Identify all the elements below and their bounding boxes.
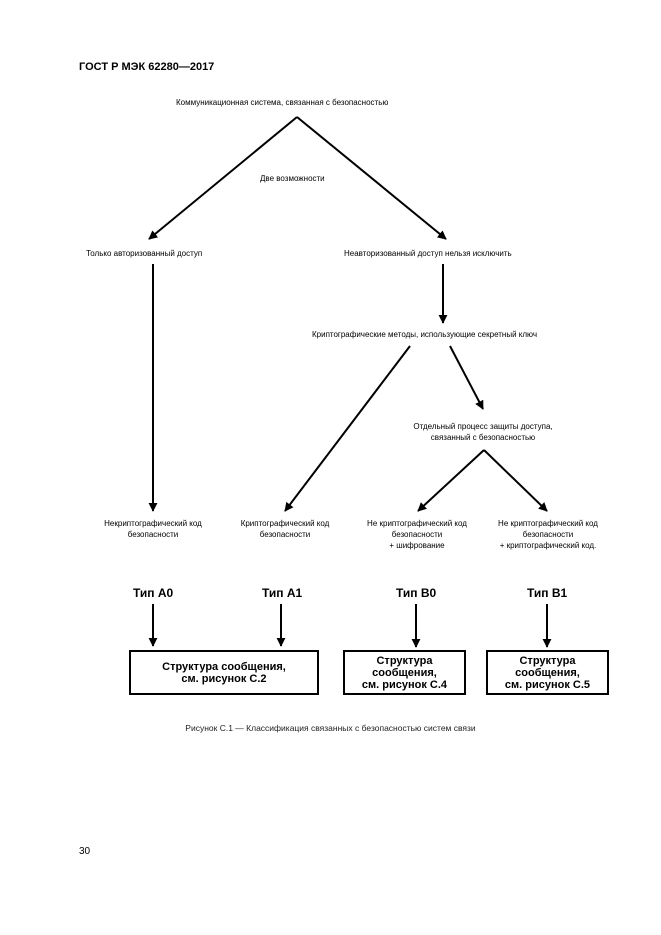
arrow-crypto-to-separate	[449, 345, 484, 410]
node-left-option: Только авторизованный доступ	[86, 249, 203, 258]
node-separate-process: Отдельный процесс защиты доступа, связан…	[383, 421, 583, 443]
box-b1-line2: сообщения,	[515, 666, 580, 679]
node-leaf-b1-line3: + криптографический код.	[499, 541, 597, 550]
type-b1-label: Тип В1	[527, 586, 568, 600]
node-leaf-noncrypto-line2: безопасности	[127, 530, 179, 539]
page-number: 30	[79, 846, 91, 857]
arrow-separate-to-b1	[483, 449, 548, 512]
node-leaf-b1-line2: безопасности	[522, 530, 574, 539]
type-b0-label: Тип В0	[396, 586, 437, 600]
arrow-crypto-to-a1	[284, 345, 411, 512]
node-separate-process-line2: связанный с безопасностью	[430, 433, 536, 442]
type-a0-label: Тип А0	[133, 586, 174, 600]
node-separate-process-line1: Отдельный процесс защиты доступа,	[413, 422, 553, 431]
node-leaf-noncrypto-line1: Некриптографический код	[104, 519, 202, 528]
box-b0-line3: см. рисунок С.4	[361, 678, 448, 691]
node-leaf-b0-line2: безопасности	[391, 530, 443, 539]
figure-caption: Рисунок С.1 — Классификация связанных с …	[185, 723, 476, 733]
box-b0-line2: сообщения,	[372, 666, 437, 679]
box-message-structure-a: Структура сообщения, см. рисунок С.2	[129, 650, 319, 695]
box-message-structure-b1: Структура сообщения, см. рисунок С.5	[486, 650, 609, 695]
node-root: Коммуникационная система, связанная с бе…	[176, 98, 389, 107]
box-a-line1: Структура сообщения,	[162, 660, 286, 673]
node-leaf-crypto: Криптографический код безопасности	[222, 518, 348, 540]
branch-label: Две возможности	[260, 174, 325, 183]
node-leaf-crypto-line2: безопасности	[259, 530, 311, 539]
node-right-option: Неавторизованный доступ нельзя исключить	[344, 249, 512, 258]
node-leaf-noncrypto: Некриптографический код безопасности	[85, 518, 221, 540]
box-message-structure-b0: Структура сообщения, см. рисунок С.4	[343, 650, 466, 695]
node-leaf-b0-line1: Не криптографический код	[367, 519, 467, 528]
node-crypto-methods: Криптографические методы, использующие с…	[312, 330, 538, 339]
document-header: ГОСТ Р МЭК 62280—2017	[79, 61, 215, 73]
type-a1-label: Тип А1	[262, 586, 303, 600]
node-leaf-crypto-line1: Криптографический код	[240, 519, 330, 528]
arrow-root-to-right	[296, 116, 447, 240]
box-b1-line3: см. рисунок С.5	[504, 678, 591, 691]
node-leaf-b1: Не криптографический код безопасности + …	[484, 518, 612, 551]
box-a-line2: см. рисунок С.2	[181, 672, 267, 685]
node-leaf-b1-line1: Не криптографический код	[498, 519, 598, 528]
arrow-root-to-left	[148, 116, 298, 240]
node-leaf-b0-line3: + шифрование	[389, 541, 445, 550]
box-b1-line1: Структура	[519, 654, 576, 667]
node-leaf-b0: Не криптографический код безопасности + …	[352, 518, 482, 551]
arrow-separate-to-b0	[417, 449, 485, 512]
box-b0-line1: Структура	[376, 654, 433, 667]
